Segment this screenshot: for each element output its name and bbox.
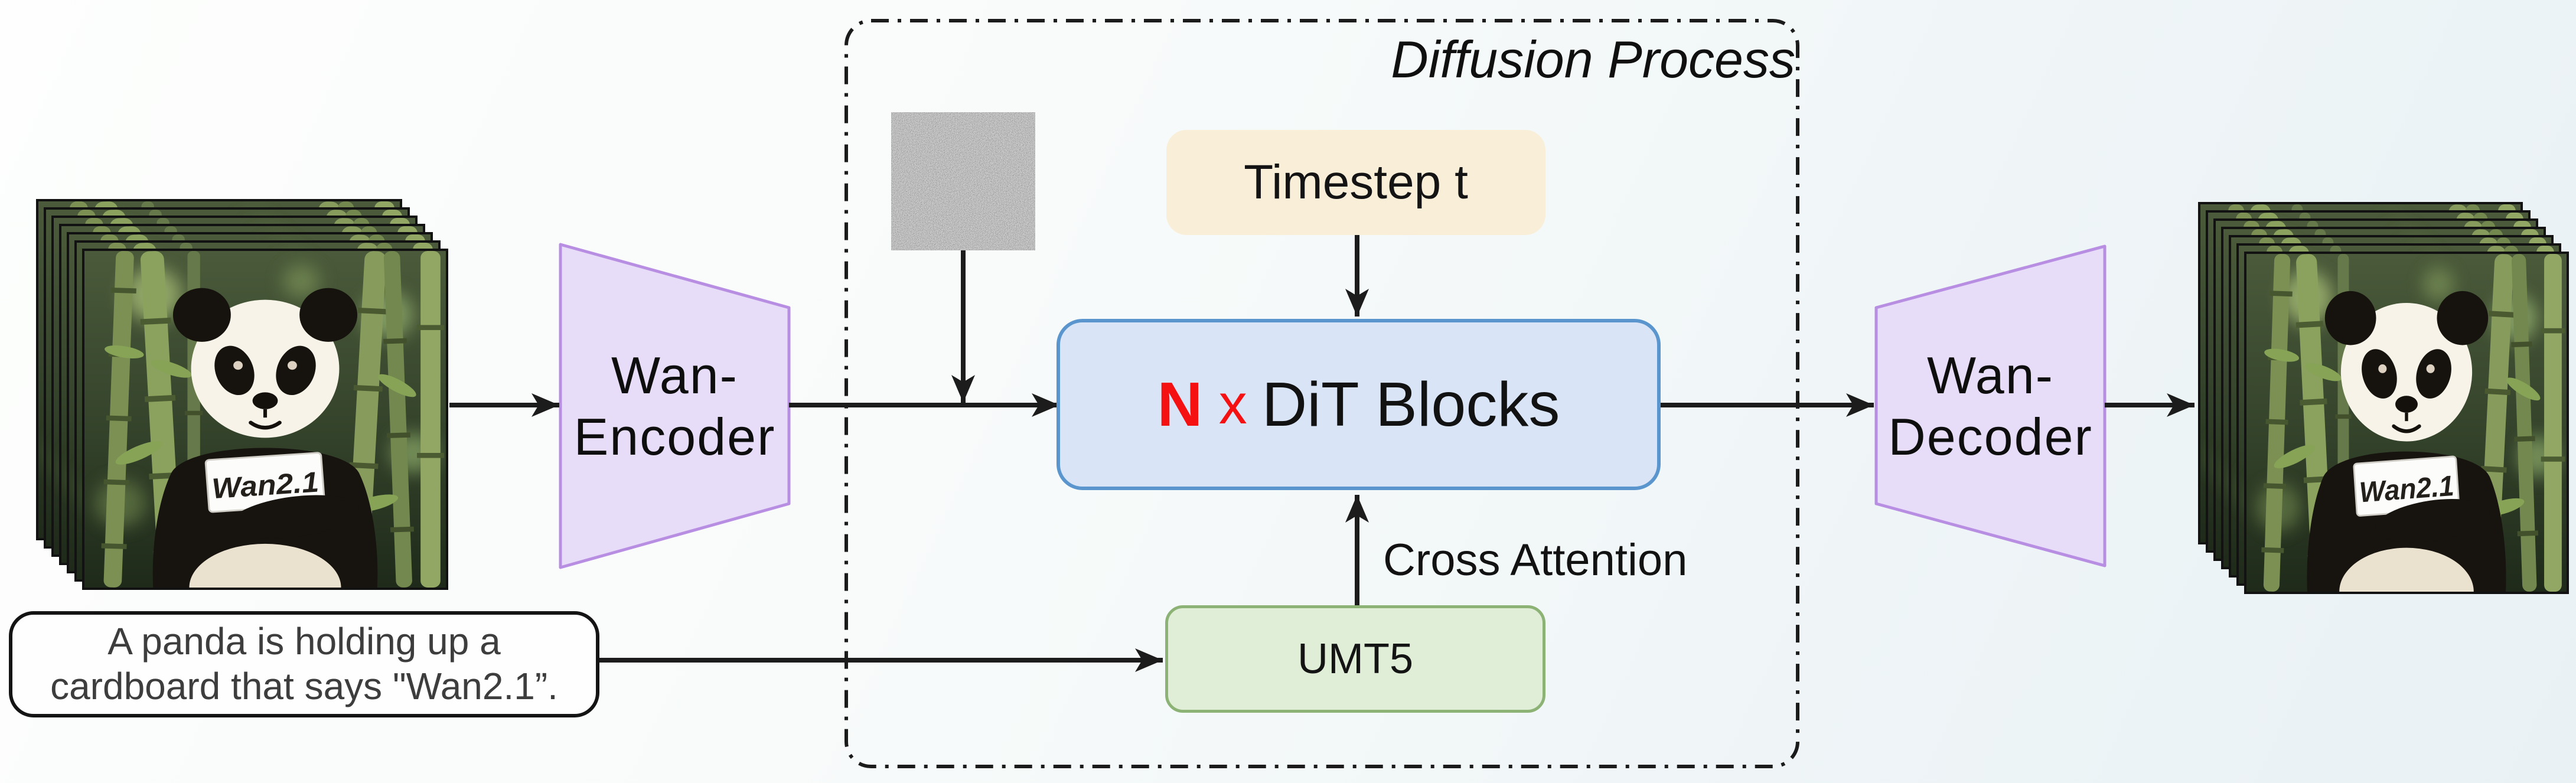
wan-encoder-label-line2: Encoder: [573, 407, 776, 466]
diffusion-process-title: Diffusion Process: [1391, 30, 1795, 89]
gaussian-noise-image: [891, 112, 1035, 250]
wan-decoder-label: Wan- Decoder: [1876, 246, 2105, 566]
wan-encoder-trapezoid: [559, 243, 791, 569]
umt5-label: UMT5: [1297, 635, 1413, 683]
video-frame-front: [2244, 252, 2569, 594]
prompt-line2: cardboard that says "Wan2.1”.: [50, 665, 558, 707]
prompt-line1: A panda is holding up a: [107, 620, 501, 663]
cross-attention-label: Cross Attention: [1383, 535, 1688, 585]
prompt-text-box: A panda is holding up a cardboard that s…: [9, 611, 599, 717]
timestep-box: Timestep t: [1166, 130, 1545, 235]
dit-times-symbol: x: [1218, 373, 1247, 436]
dit-blocks-box: N x DiT Blocks: [1057, 319, 1661, 490]
wan-decoder-label-line1: Wan-: [1927, 345, 2054, 404]
wan-encoder-label-line1: Wan-: [611, 345, 738, 404]
dit-blocks-label: DiT Blocks: [1261, 369, 1560, 439]
diffusion-process-dashed-box: [844, 19, 1799, 768]
umt5-box: UMT5: [1165, 605, 1545, 713]
input-video-frames-stack: [36, 199, 461, 601]
wan-decoder-trapezoid: [1874, 244, 2107, 567]
wan-encoder-label: Wan- Encoder: [560, 244, 789, 567]
video-frame-front: [82, 249, 448, 590]
dit-n-count: N: [1157, 369, 1203, 439]
timestep-label: Timestep t: [1244, 155, 1468, 209]
wan-decoder-label-line2: Decoder: [1888, 407, 2093, 466]
output-video-frames-stack: [2198, 202, 2576, 603]
